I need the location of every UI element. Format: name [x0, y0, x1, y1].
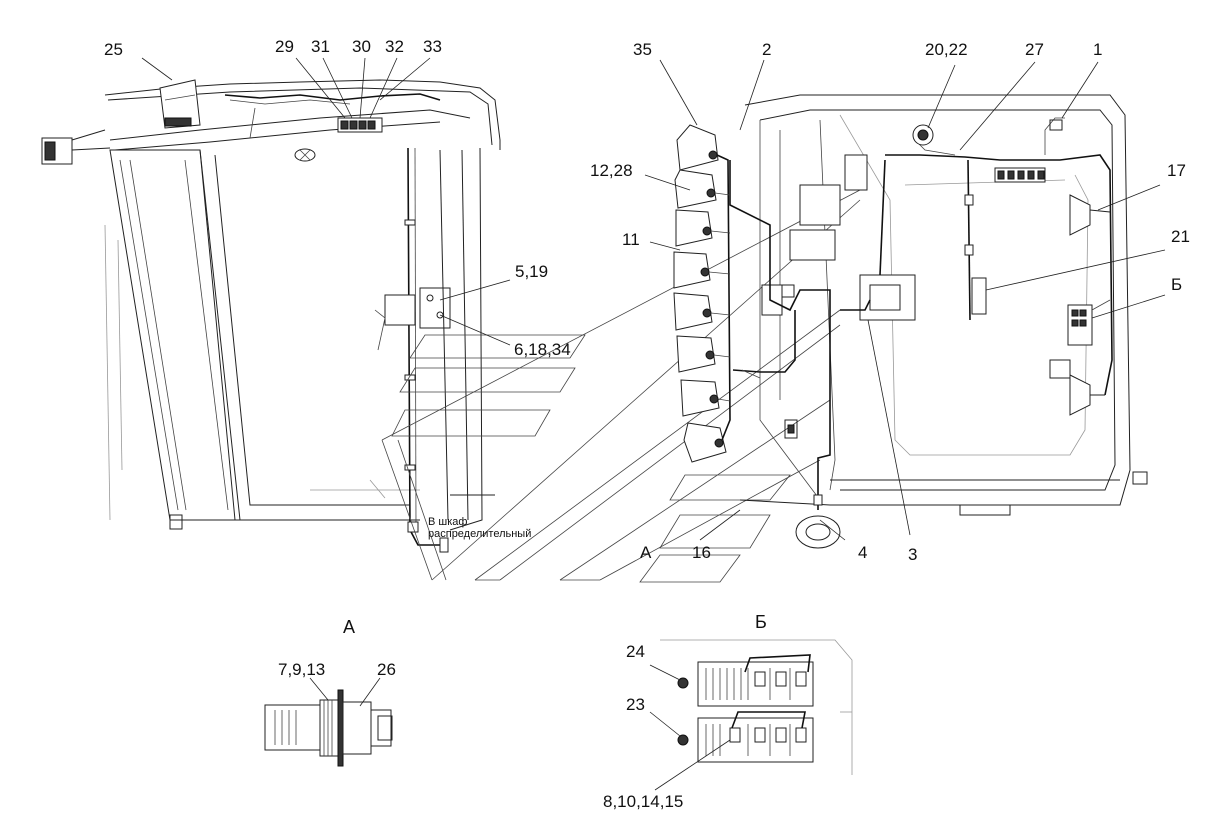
- callout-1: 1: [1093, 40, 1102, 59]
- callout-3: 3: [908, 545, 917, 564]
- cab-top-view: [729, 94, 1148, 549]
- leader-lines: [141, 57, 1166, 541]
- callout-27: 27: [1025, 40, 1044, 59]
- callout-2: 2: [762, 40, 771, 59]
- detail-view-b: [649, 639, 853, 791]
- detail-view-a: [264, 677, 393, 767]
- callout-8-10-14-15: 8,10,14,15: [603, 792, 683, 811]
- view-a-title: А: [343, 617, 355, 637]
- callout-33: 33: [423, 37, 442, 56]
- callout-30: 30: [352, 37, 371, 56]
- callout-12-28: 12,28: [590, 161, 633, 180]
- note-line-1: В шкаф: [428, 516, 467, 528]
- view-b-title: Б: [755, 612, 767, 632]
- callout-32: 32: [385, 37, 404, 56]
- callout-21: 21: [1171, 227, 1190, 246]
- callout-35: 35: [633, 40, 652, 59]
- callout-24: 24: [626, 642, 645, 661]
- callout-23: 23: [626, 695, 645, 714]
- callout-6-18-34: 6,18,34: [514, 340, 571, 359]
- callout-4: 4: [858, 543, 867, 562]
- callout-16: 16: [692, 543, 711, 562]
- work-lamps-stack: [673, 124, 731, 463]
- callout-5-19: 5,19: [515, 262, 548, 281]
- callout-29: 29: [275, 37, 294, 56]
- callout-25: 25: [104, 40, 123, 59]
- callout-11: 11: [622, 230, 640, 249]
- callout-labels: 25 29 31 30 32 33 35 2 20,22 27 1 12,28 …: [104, 37, 1190, 811]
- callout-31: 31: [311, 37, 330, 56]
- callout-26: 26: [377, 660, 396, 679]
- callout-b-top: Б: [1171, 275, 1182, 294]
- callout-20-22: 20,22: [925, 40, 968, 59]
- callout-a: А: [640, 543, 652, 562]
- note-line-2: распределительный: [428, 528, 531, 540]
- callout-7-9-13: 7,9,13: [278, 660, 325, 679]
- callout-17: 17: [1167, 161, 1186, 180]
- cab-side-view: [41, 79, 501, 553]
